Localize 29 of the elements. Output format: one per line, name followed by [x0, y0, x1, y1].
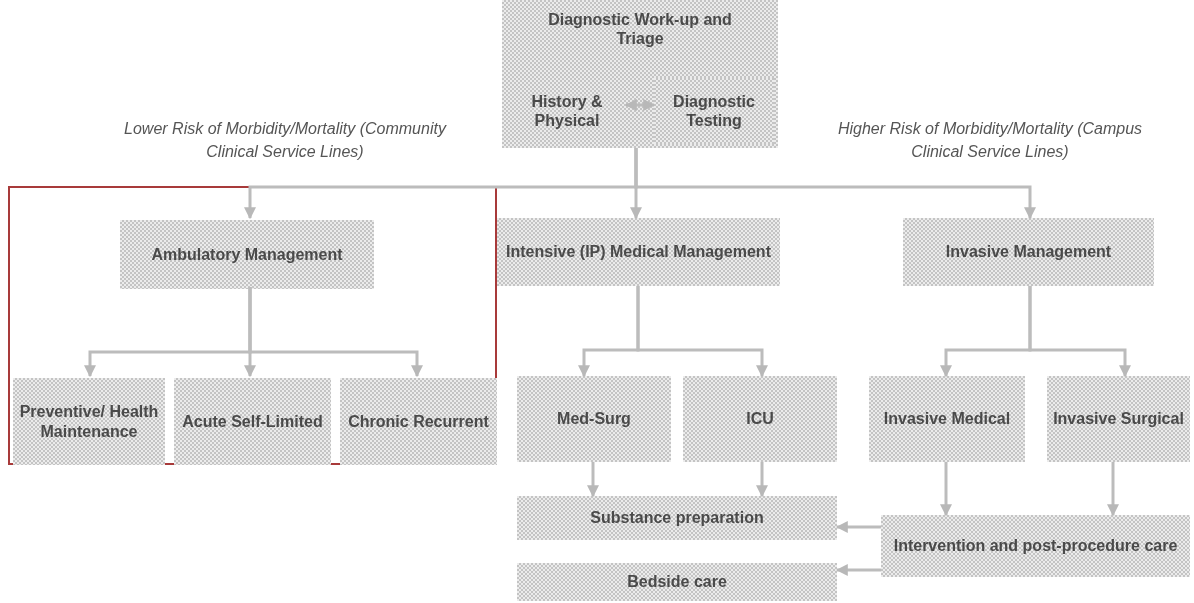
process-box: Chronic Recurrent [340, 378, 497, 465]
process-box: Invasive Surgical [1047, 376, 1190, 462]
process-box: Invasive Medical [869, 376, 1025, 462]
process-box: Ambulatory Management [120, 220, 374, 289]
process-box: Substance preparation [517, 496, 837, 540]
connector-arrow [634, 148, 1036, 220]
process-box: ICU [683, 376, 837, 462]
process-box: Intensive (IP) Medical Management [497, 218, 780, 286]
risk-caption: Higher Risk of Morbidity/Mortality (Campus Clinical Service Lines) [836, 119, 1144, 163]
triage-box [502, 0, 778, 148]
process-box: Bedside care [517, 563, 837, 601]
risk-caption: Lower Risk of Morbidity/Mortality (Community Clinical Service Lines) [123, 119, 448, 163]
group-outline [8, 186, 497, 465]
connector-arrow [835, 564, 881, 576]
process-box: Preventive/ Health Maintenance [13, 378, 165, 465]
connector-arrow [636, 286, 768, 378]
connector-arrow [1107, 462, 1119, 517]
process-box: Acute Self-Limited [174, 378, 331, 465]
connector-arrow [587, 462, 599, 498]
process-box: Med-Surg [517, 376, 671, 462]
process-box: Invasive Management [903, 218, 1154, 286]
box-heading: Diagnostic Work-up and Triage [547, 10, 733, 49]
connector-arrow [940, 462, 952, 517]
process-box: Intervention and post-procedure care [881, 515, 1190, 577]
connector-arrow [248, 287, 423, 378]
connector-arrow [756, 462, 768, 498]
connector-arrow [835, 521, 881, 533]
connector-arrow [1028, 286, 1131, 378]
process-box: Diagnostic Testing [654, 78, 774, 144]
